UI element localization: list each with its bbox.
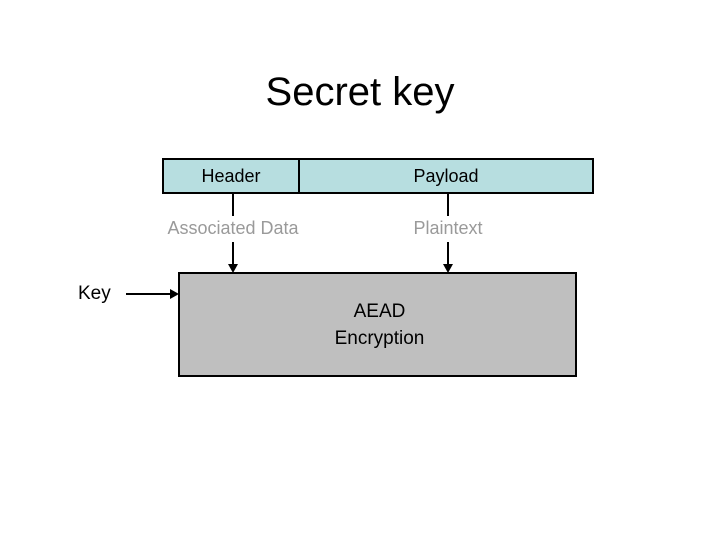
packet-cell-payload: Payload bbox=[300, 160, 592, 192]
aead-encryption-box: AEAD Encryption bbox=[178, 272, 577, 377]
connector-header-to-associated-data bbox=[232, 194, 234, 216]
packet-cell-header-label: Header bbox=[201, 165, 261, 186]
connector-plaintext-to-aead bbox=[447, 242, 449, 266]
connector-associated-data-to-aead bbox=[232, 242, 234, 266]
packet-cell-header: Header bbox=[164, 160, 300, 192]
arrow-right-icon-key bbox=[170, 289, 179, 299]
connector-key-to-aead bbox=[126, 293, 172, 295]
arrow-down-icon-associated-data bbox=[228, 264, 238, 273]
page-title: Secret key bbox=[265, 70, 455, 114]
label-key: Key bbox=[78, 283, 111, 304]
aead-encryption-label: AEAD Encryption bbox=[180, 298, 579, 352]
connector-payload-to-plaintext bbox=[447, 194, 449, 216]
label-associated-data: Associated Data bbox=[167, 218, 299, 238]
packet-cell-payload-label: Payload bbox=[413, 165, 479, 186]
packet-bar: Header Payload bbox=[162, 158, 594, 194]
aead-encryption-label-line1: AEAD bbox=[353, 301, 406, 322]
arrow-down-icon-plaintext bbox=[443, 264, 453, 273]
label-plaintext: Plaintext bbox=[413, 218, 483, 238]
aead-encryption-label-line2: Encryption bbox=[334, 328, 425, 349]
